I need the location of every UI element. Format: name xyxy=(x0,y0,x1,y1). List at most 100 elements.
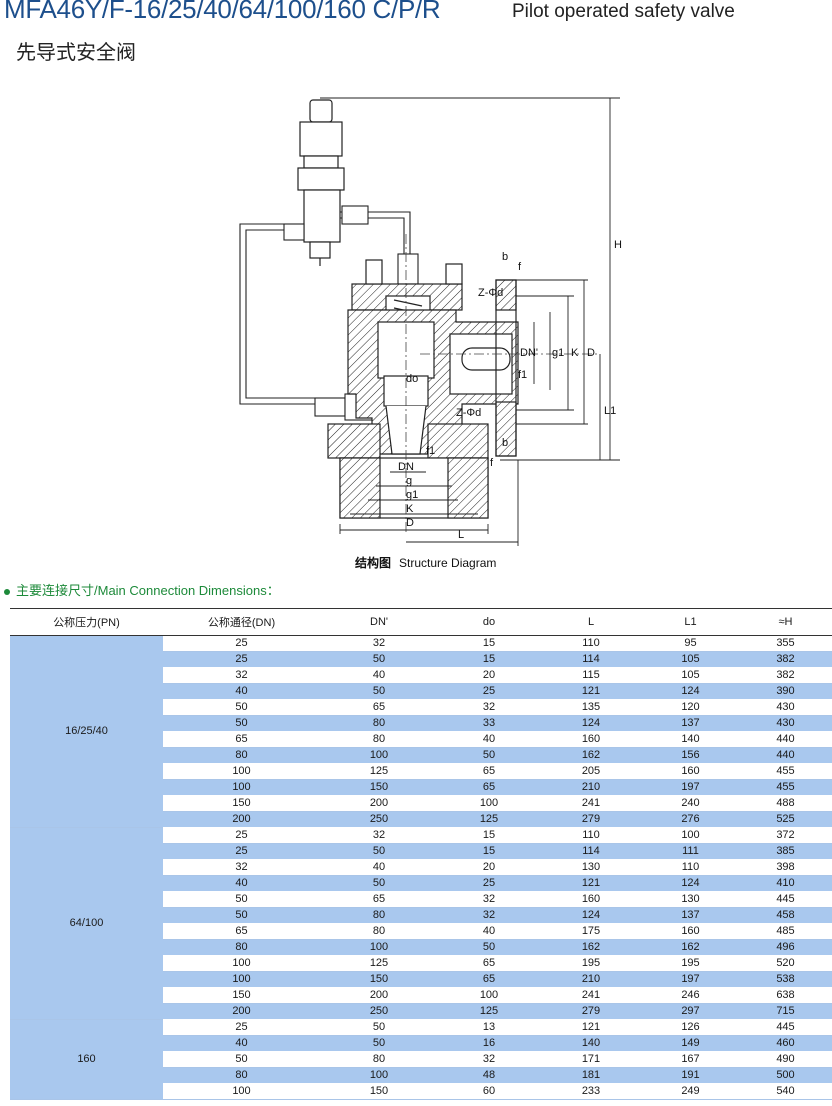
table-cell: 40 xyxy=(163,875,320,892)
table-cell: 162 xyxy=(540,939,642,956)
table-cell: 125 xyxy=(438,811,540,828)
table-cell: 100 xyxy=(163,971,320,988)
table-cell: 100 xyxy=(320,747,438,764)
table-cell: 191 xyxy=(642,1067,739,1084)
table-cell: 50 xyxy=(320,1019,438,1036)
table-cell: 382 xyxy=(739,667,832,684)
table-cell: 40 xyxy=(438,731,540,748)
table-cell: 382 xyxy=(739,651,832,668)
table-cell: 520 xyxy=(739,955,832,972)
pressure-group-cell: 64/100 xyxy=(10,827,163,1020)
table-cell: 65 xyxy=(438,779,540,796)
table-cell: 65 xyxy=(438,955,540,972)
table-cell: 25 xyxy=(163,635,320,652)
table-cell: 50 xyxy=(438,747,540,764)
table-cell: 95 xyxy=(642,635,739,652)
table-cell: 156 xyxy=(642,747,739,764)
table-cell: 50 xyxy=(163,891,320,908)
table-cell: 32 xyxy=(438,699,540,716)
subtitle-chinese: 先导式安全阀 xyxy=(16,42,136,64)
table-cell: 162 xyxy=(642,939,739,956)
table-cell: 80 xyxy=(320,1051,438,1068)
table-cell: 25 xyxy=(163,651,320,668)
inlet-flange xyxy=(327,405,489,519)
table-cell: 60 xyxy=(438,1083,540,1100)
table-cell: 50 xyxy=(320,1035,438,1052)
table-cell: 105 xyxy=(642,667,739,684)
table-cell: 200 xyxy=(163,1003,320,1020)
table-cell: 120 xyxy=(642,699,739,716)
caption-english: Structure Diagram xyxy=(399,556,497,570)
table-cell: 167 xyxy=(642,1051,739,1068)
dim-label-do: do xyxy=(406,373,418,385)
table-cell: 40 xyxy=(320,667,438,684)
table-cell: 276 xyxy=(642,811,739,828)
table-cell: 20 xyxy=(438,859,540,876)
dim-label-dnp: DN' xyxy=(520,347,538,359)
table-cell: 279 xyxy=(540,1003,642,1020)
table-cell: 181 xyxy=(540,1067,642,1084)
table-cell: 48 xyxy=(438,1067,540,1084)
table-cell: 195 xyxy=(642,955,739,972)
table-cell: 430 xyxy=(739,699,832,716)
table-cell: 240 xyxy=(642,795,739,812)
table-cell: 398 xyxy=(739,859,832,876)
structure-diagram: H L1 D K g1 DN' do DN g g1 K D L Z-Φd Z-… xyxy=(239,97,622,546)
table-cell: 25 xyxy=(438,683,540,700)
table-header-row: 公称压力(PN) 公称通径(DN) DN' do L L1 ≈H xyxy=(10,608,832,636)
table-cell: 32 xyxy=(320,827,438,844)
col-header-dnp: DN' xyxy=(320,608,438,636)
col-header-dn: 公称通径(DN) xyxy=(163,608,320,636)
table-cell: 100 xyxy=(163,955,320,972)
table-cell: 200 xyxy=(163,811,320,828)
dim-label-l: L xyxy=(458,529,464,541)
table-cell: 80 xyxy=(163,747,320,764)
table-cell: 540 xyxy=(739,1083,832,1100)
table-cell: 15 xyxy=(438,651,540,668)
table-cell: 372 xyxy=(739,827,832,844)
table-cell: 430 xyxy=(739,715,832,732)
table-cell: 32 xyxy=(163,667,320,684)
table-cell: 150 xyxy=(163,987,320,1004)
table-cell: 32 xyxy=(163,859,320,876)
dim-label-zphid-top: Z-Φd xyxy=(478,287,503,299)
col-header-h: ≈H xyxy=(739,608,832,636)
table-cell: 80 xyxy=(320,715,438,732)
dim-label-dn: DN xyxy=(398,461,414,473)
table-cell: 80 xyxy=(320,907,438,924)
dim-label-d-right: D xyxy=(587,347,595,359)
table-cell: 249 xyxy=(642,1083,739,1100)
table-cell: 488 xyxy=(739,795,832,812)
table-cell: 40 xyxy=(163,683,320,700)
table-cell: 20 xyxy=(438,667,540,684)
table-cell: 130 xyxy=(540,859,642,876)
table-cell: 525 xyxy=(739,811,832,828)
table-cell: 65 xyxy=(320,699,438,716)
table-cell: 246 xyxy=(642,987,739,1004)
table-cell: 241 xyxy=(540,795,642,812)
table-cell: 25 xyxy=(163,1019,320,1036)
table-cell: 50 xyxy=(320,651,438,668)
table-cell: 50 xyxy=(320,683,438,700)
table-cell: 124 xyxy=(642,683,739,700)
col-header-l1: L1 xyxy=(642,608,739,636)
table-cell: 50 xyxy=(438,939,540,956)
col-header-l: L xyxy=(540,608,642,636)
table-cell: 124 xyxy=(540,907,642,924)
dim-label-b-top: b xyxy=(502,251,508,263)
table-cell: 175 xyxy=(540,923,642,940)
table-cell: 210 xyxy=(540,971,642,988)
model-title: MFA46Y/F-16/25/40/64/100/160 C/P/R xyxy=(4,0,441,24)
